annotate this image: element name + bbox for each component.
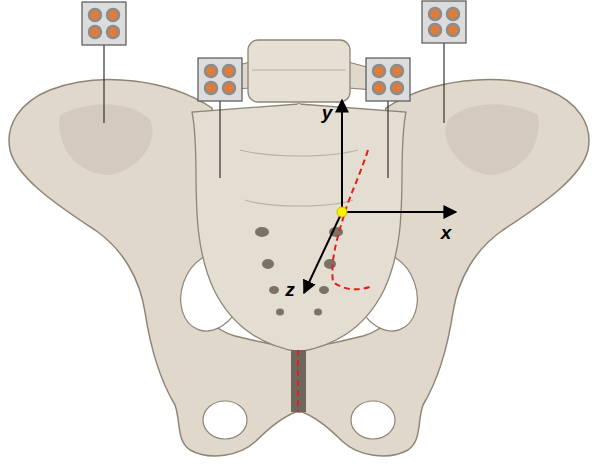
electrode-dot — [107, 26, 119, 38]
sacral-foramen — [314, 309, 322, 316]
electrode-dot — [205, 82, 217, 94]
leader-line — [387, 101, 388, 178]
sacral-foramen — [262, 259, 274, 269]
electrode-dot — [373, 82, 385, 94]
origin-dot — [337, 207, 347, 217]
leader-line — [443, 43, 444, 123]
sacrum-half — [299, 104, 406, 352]
sensor-square — [366, 58, 410, 101]
sacral-foramen — [324, 259, 336, 269]
wing-shading — [59, 104, 152, 175]
sensor-patch — [198, 58, 242, 101]
sacral-foramen — [255, 227, 269, 237]
axis-arrow — [342, 211, 456, 213]
axis-arrow — [341, 100, 343, 212]
sensor-square — [422, 1, 466, 43]
sacrum-seam-cover — [298, 104, 301, 350]
electrode-dot — [107, 9, 119, 21]
lumbar-vertebra — [220, 40, 378, 102]
obturator-foramen — [203, 401, 247, 439]
leader-line — [103, 45, 104, 123]
sensor-patch — [366, 58, 410, 101]
sacrum — [192, 104, 406, 352]
electrode-dot — [373, 65, 385, 77]
electrode-dot — [205, 65, 217, 77]
electrode-dot — [223, 82, 235, 94]
axis-arrow — [304, 212, 342, 293]
axis-label: y — [322, 103, 333, 122]
joint-dashed-line — [297, 350, 299, 412]
sacral-foramen — [319, 286, 329, 294]
hip-bones — [9, 80, 589, 456]
sensor-patch — [422, 1, 466, 43]
coordinate-axes — [304, 100, 456, 293]
electrode-dot — [391, 65, 403, 77]
vertebral-body — [248, 40, 350, 102]
leader-line — [219, 101, 220, 178]
electrode-dot — [429, 8, 441, 20]
electrode-dot — [429, 24, 441, 36]
sensor-patch — [82, 2, 126, 45]
wing-shading — [445, 104, 538, 175]
electrode-dot — [391, 82, 403, 94]
sensors — [82, 1, 466, 178]
left-hip-bone — [9, 80, 299, 456]
vertebra-edge — [252, 70, 346, 71]
sacrum-half — [192, 104, 299, 352]
electrode-dot — [223, 65, 235, 77]
sacral-ridge — [240, 150, 358, 156]
electrode-dot — [89, 26, 101, 38]
sensor-square — [198, 58, 242, 101]
axis-label: z — [285, 280, 295, 299]
sacral-foramen — [269, 286, 279, 294]
electrode-dot — [447, 8, 459, 20]
electrode-dot — [447, 24, 459, 36]
axis-label: x — [441, 223, 452, 242]
pubic-symphysis — [291, 350, 306, 412]
sacral-ridge — [245, 200, 353, 206]
obturator-foramen — [351, 401, 395, 439]
sensor-square — [82, 2, 126, 45]
electrode-dot — [89, 9, 101, 21]
sacral-foramen — [276, 309, 284, 316]
right-hip-bone — [299, 80, 589, 456]
